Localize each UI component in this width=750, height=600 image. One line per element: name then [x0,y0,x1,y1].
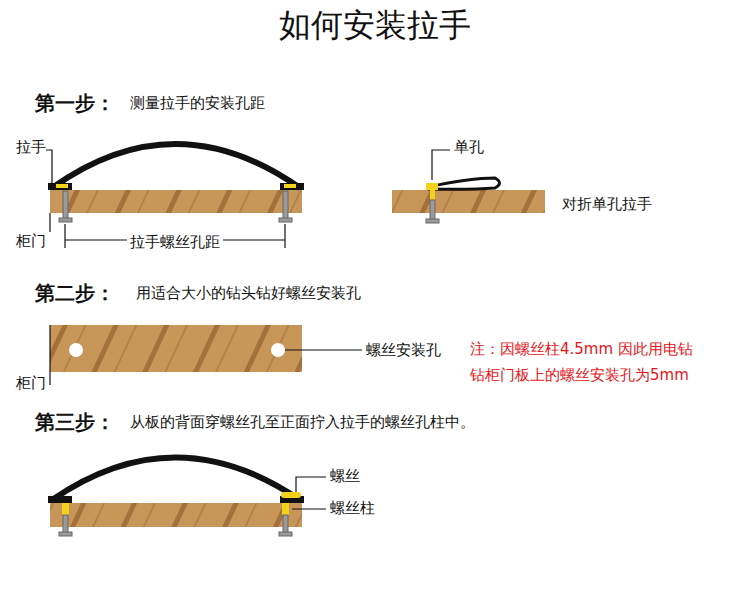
part-label: 螺丝安装孔 [366,341,441,361]
step-description: 从板的背面穿螺丝孔至正面拧入拉手的螺丝孔柱中。 [130,413,475,433]
handle-foot [48,496,72,503]
screw-post [62,503,289,515]
handle [52,144,300,188]
part-label: 柜门 [16,232,46,252]
screw-head [281,492,301,498]
screw-post [56,184,68,188]
screw [59,515,292,536]
screw-hole [271,343,285,357]
step-description: 用适合大小的钻头钻好螺丝安装孔 [136,284,361,304]
door-board [392,190,545,213]
leader-line [50,325,362,385]
door-board [50,503,302,527]
part-label: 螺丝柱 [330,499,375,519]
part-label: 单孔 [454,138,484,158]
leader-line [292,477,326,509]
dimension-label: 拉手螺丝孔距 [127,233,223,253]
screw [426,200,439,223]
screw-post [284,184,296,188]
handle-foot [280,183,304,190]
leader-line [432,150,450,180]
step-heading: 第三步： [35,409,115,435]
screw-post [426,183,438,190]
screw [59,191,292,222]
handle-foot [48,183,72,190]
door-board [50,190,302,213]
step-heading: 第二步： [35,280,115,306]
handle [52,458,300,501]
note-text: 注：因螺丝柱4.5mm 因此用电钻 钻柜门板上的螺丝安装孔为5mm [470,336,694,389]
part-label: 柜门 [16,374,46,394]
step-heading: 第一步： [35,90,115,116]
part-label: 螺丝 [330,467,360,487]
folded-handle [428,178,500,189]
door-board [50,325,302,372]
screw-hole [69,343,83,357]
step-description: 测量拉手的安装孔距 [130,94,265,114]
part-label: 拉手 [16,138,46,158]
part-label: 对折单孔拉手 [562,195,652,215]
page-title: 如何安装拉手 [279,5,471,47]
